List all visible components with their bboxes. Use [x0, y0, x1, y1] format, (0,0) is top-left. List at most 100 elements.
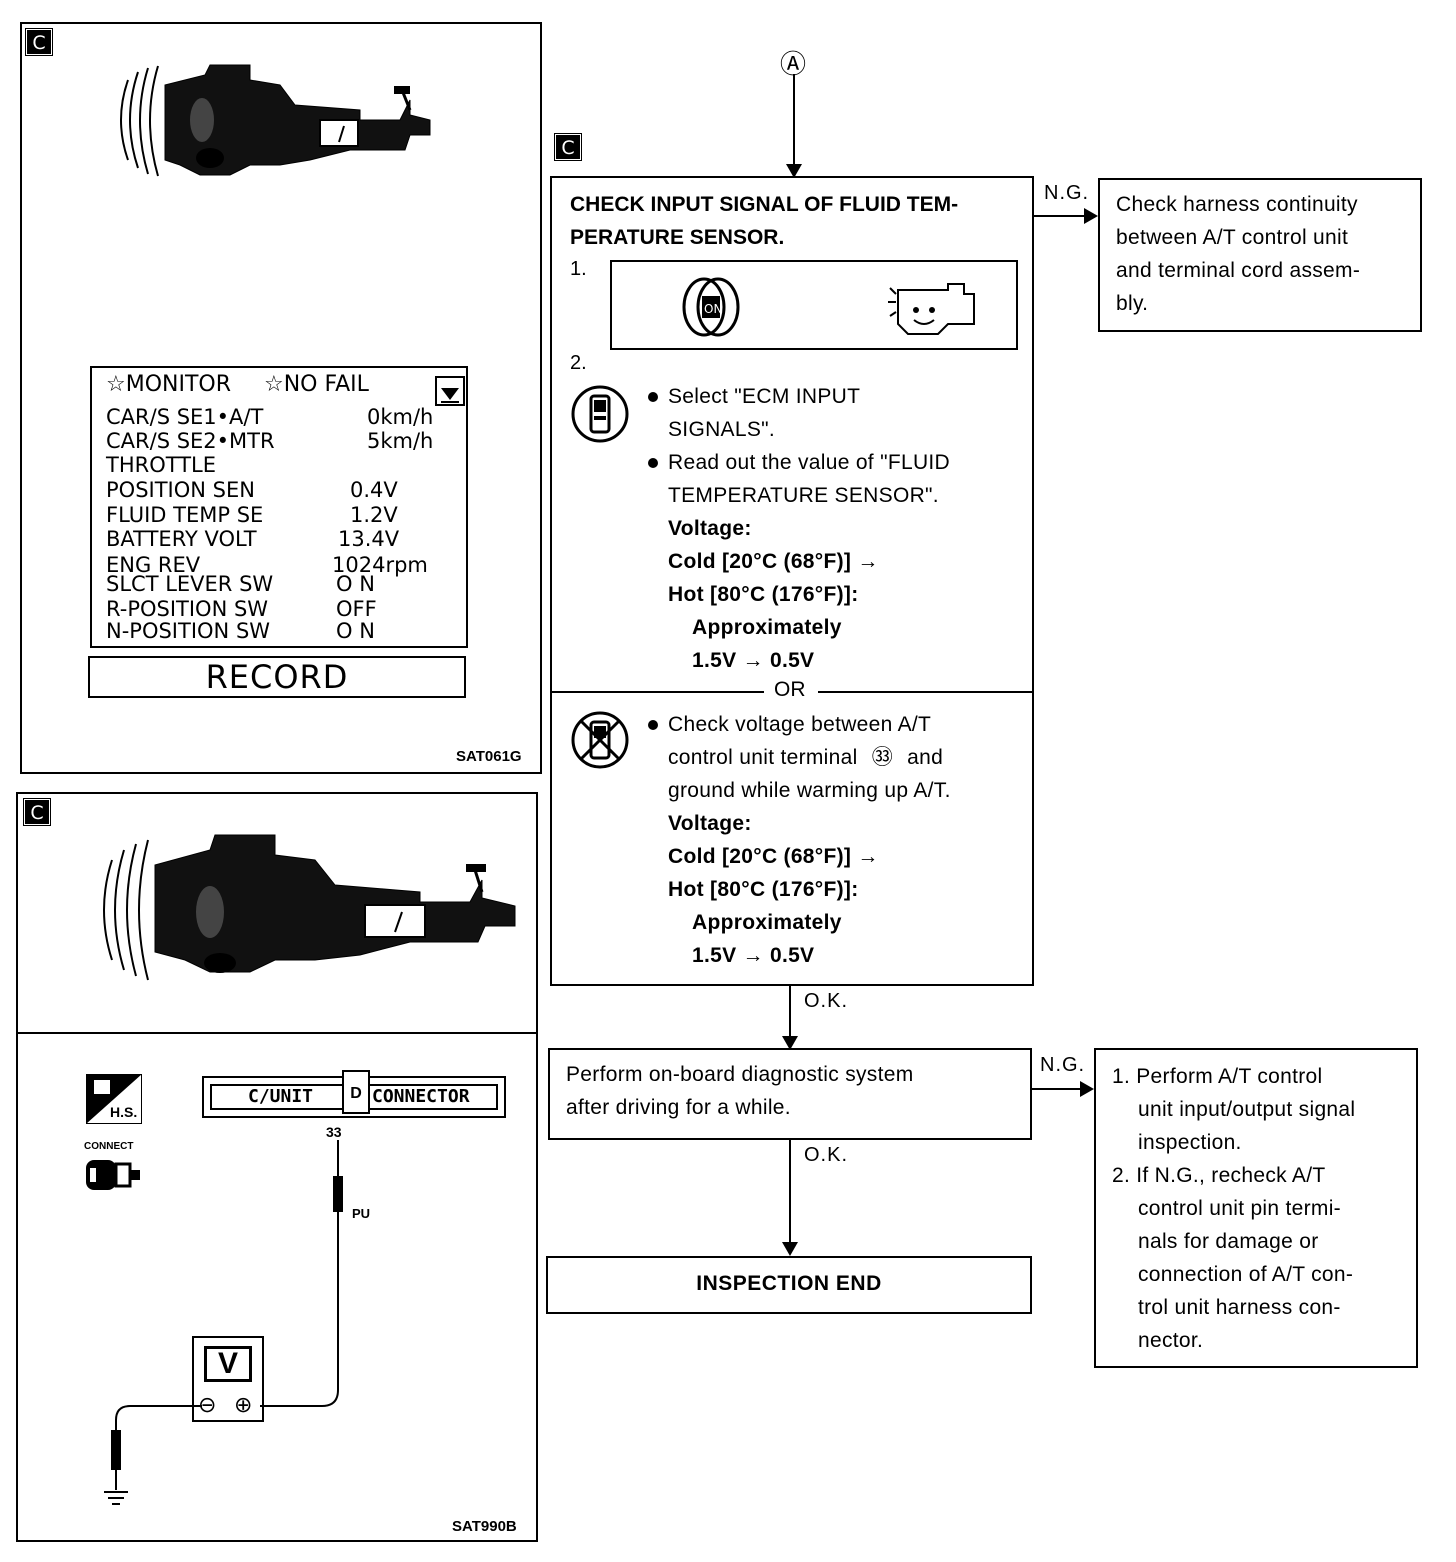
- monitor-row-label: BATTERY VOLT: [106, 527, 257, 551]
- ok1-arrow-line: [789, 986, 791, 1040]
- check-harness-box: Check harness continuity between A/T con…: [1098, 178, 1422, 332]
- io-step-line: trol unit harness con-: [1138, 1296, 1341, 1319]
- voltmeter-display: V: [204, 1346, 252, 1382]
- perform-line: after driving for a while.: [566, 1096, 791, 1119]
- cold-condition-2: Cold [20°C (68°F)] →: [668, 845, 879, 868]
- check-title-line1: CHECK INPUT SIGNAL OF FLUID TEM-: [570, 193, 959, 216]
- bullet-check-line3: ground while warming up A/T.: [668, 779, 951, 802]
- or-label: OR: [774, 678, 806, 701]
- monitor-row-label: POSITION SEN: [106, 478, 255, 502]
- monitor-row-value: 1.2V: [350, 503, 398, 527]
- approximately-label: Approximately: [692, 616, 842, 639]
- plus-terminal: ⊕: [234, 1392, 253, 1417]
- monitor-header-right: ☆NO FAIL: [264, 372, 369, 397]
- voltmeter: V ⊖ ⊕: [192, 1336, 264, 1422]
- voltage-label-2: Voltage:: [668, 812, 752, 835]
- bullet-check-line1: Check voltage between A/T: [668, 713, 932, 736]
- minus-terminal: ⊖: [198, 1392, 217, 1417]
- entry-arrow-line: [793, 74, 795, 168]
- perform-line: Perform on-board diagnostic system: [566, 1063, 914, 1086]
- connector-plug-icon: [86, 1160, 140, 1190]
- bullet-read-line2: TEMPERATURE SENSOR".: [668, 484, 939, 507]
- no-tester-icon: [571, 711, 629, 769]
- check-harness-line: Check harness continuity: [1116, 193, 1358, 216]
- svg-text:ON: ON: [704, 302, 722, 316]
- wire-color-label: PU: [352, 1206, 371, 1221]
- transmission-illustration-bottom: [103, 834, 516, 981]
- perform-io-inspection-box: 1. Perform A/T control unit input/output…: [1094, 1048, 1418, 1368]
- connect-label: CONNECT: [84, 1141, 134, 1152]
- bullet-check-voltage: Check voltage between A/T: [648, 708, 931, 741]
- hs-label: H.S.: [110, 1104, 138, 1120]
- ok1-label: O.K.: [804, 990, 849, 1012]
- ok2-label: O.K.: [804, 1144, 849, 1166]
- monitor-row-label: ENG REV: [106, 553, 201, 577]
- monitor-row-value: OFF: [336, 597, 377, 621]
- monitor-header-left: ☆MONITOR: [106, 372, 232, 397]
- inspection-end-box: INSPECTION END: [546, 1256, 1032, 1314]
- bullet-icon: [648, 720, 658, 731]
- connector-latch: D: [342, 1070, 370, 1114]
- bullet-check-line2: control unit terminal ㉝ and: [668, 741, 943, 774]
- terminal-33-circled: ㉝: [871, 745, 894, 769]
- consult-tester-icon: [571, 385, 629, 443]
- io-step-line: unit input/output signal: [1138, 1098, 1356, 1121]
- transmission-illustration-top: [120, 64, 431, 177]
- step-2-label: 2.: [570, 352, 587, 374]
- arrow-down-icon: [786, 164, 802, 178]
- io-step-line: nector.: [1138, 1329, 1204, 1352]
- check-harness-line: bly.: [1116, 292, 1149, 315]
- io-step-line: nals for damage or: [1138, 1230, 1319, 1253]
- ignition-key-icon: ON: [682, 277, 740, 337]
- monitor-row-label: SLCT LEVER SW: [106, 572, 274, 596]
- voltage-range: 1.5V → 0.5V: [692, 649, 815, 672]
- monitor-row-value: O N: [336, 572, 375, 596]
- check-harness-line: and terminal cord assem-: [1116, 259, 1361, 282]
- arrow-right-icon: [1084, 208, 1098, 224]
- engine-running-icon: [888, 283, 975, 335]
- consult-monitor-screen: ☆MONITOR ☆NO FAIL CAR/S SE1•A/T 0km/h CA…: [90, 366, 468, 648]
- bullet-read-out: Read out the value of "FLUID: [648, 446, 950, 479]
- check-input-signal-box: CHECK INPUT SIGNAL OF FLUID TEM- PERATUR…: [550, 176, 1034, 986]
- bullet-check-and: and: [907, 746, 944, 769]
- top-panel-badge: C: [25, 28, 53, 56]
- triangle-down-icon: [441, 388, 459, 403]
- connector-left-label: C/UNIT: [248, 1086, 314, 1107]
- monitor-row-value: 13.4V: [338, 527, 400, 551]
- probe-wiring: [104, 1140, 343, 1505]
- connector-latch-label: D: [350, 1085, 362, 1102]
- monitor-row-label: N-POSITION SW: [106, 619, 271, 643]
- figure-code-top: SAT061G: [456, 748, 522, 765]
- connector-right-label: CONNECTOR: [372, 1086, 470, 1107]
- io-step-line: connection of A/T con-: [1138, 1263, 1354, 1286]
- bullet-icon: [648, 458, 658, 469]
- voltage-label: Voltage:: [668, 517, 752, 540]
- ng2-label: N.G.: [1040, 1054, 1086, 1076]
- record-button[interactable]: RECORD: [88, 656, 466, 698]
- scroll-down-icon[interactable]: [435, 376, 465, 406]
- perform-diagnostic-box: Perform on-board diagnostic system after…: [548, 1048, 1032, 1140]
- io-step-line: 2. If N.G., recheck A/T: [1112, 1164, 1326, 1187]
- connector-box: C/UNIT D CONNECTOR: [202, 1070, 506, 1118]
- bottom-panel-badge: C: [23, 798, 51, 826]
- monitor-row-label: R-POSITION SW: [106, 597, 269, 621]
- monitor-row-label: FLUID TEMP SE: [106, 503, 264, 527]
- or-divider-right: [818, 691, 1032, 693]
- ng1-label: N.G.: [1044, 182, 1090, 204]
- monitor-row-value: 0.4V: [350, 478, 398, 502]
- ng2-arrow-line: [1032, 1088, 1084, 1090]
- ok2-arrow-line: [789, 1140, 791, 1246]
- monitor-row-label: THROTTLE: [106, 453, 216, 477]
- terminal-number: 33: [326, 1124, 342, 1140]
- arrow-down-icon: [782, 1036, 798, 1050]
- hs-icon: H.S.: [85, 1073, 143, 1125]
- ignition-engine-box: ON: [610, 260, 1018, 350]
- io-step-line: control unit pin termi-: [1138, 1197, 1341, 1220]
- monitor-row-value: 0km/h: [367, 405, 434, 429]
- voltage-range-2: 1.5V → 0.5V: [692, 944, 815, 967]
- monitor-row-value: O N: [336, 619, 375, 643]
- ng1-arrow-line: [1034, 215, 1088, 217]
- io-step-line: 1. Perform A/T control: [1112, 1065, 1323, 1088]
- flow-badge: C: [554, 133, 582, 161]
- bullet-select-line1: Select "ECM INPUT: [668, 385, 861, 408]
